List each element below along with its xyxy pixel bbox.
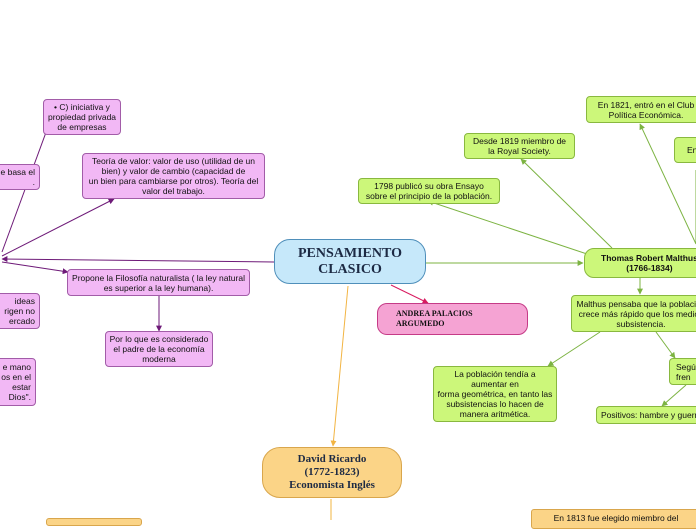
edge-malthus-club <box>639 123 696 245</box>
geometrica-node[interactable]: La población tendía a aumentar en forma … <box>433 366 557 422</box>
ricardo-node[interactable]: David Ricardo (1772-1823) Economista Ing… <box>262 447 402 498</box>
padre-economia-node[interactable]: Por lo que es considerado el padre de la… <box>105 331 213 367</box>
teoria-valor-node[interactable]: Teoría de valor: valor de uso (utilidad … <box>82 153 265 199</box>
segun-node[interactable]: Segú fren <box>669 358 696 385</box>
ricardo-elegido-node[interactable]: En 1813 fue elegido miembro del <box>531 509 696 529</box>
mano-invisible-node[interactable]: e mano os en el estar Dios". <box>0 358 36 406</box>
edge-center-ricardo <box>330 285 349 447</box>
royal-society-node[interactable]: Desde 1819 miembro de la Royal Society. <box>464 133 575 159</box>
iniciativa-node[interactable]: • C) iniciativa y propiedad privada de e… <box>43 99 121 135</box>
edge-center-smith <box>1 256 275 263</box>
edge-pensaba-geometrica <box>547 331 601 367</box>
edge-center-author <box>390 284 429 304</box>
ideas-node[interactable]: ideas rigen no ercado <box>0 293 40 329</box>
malthus-node[interactable]: Thomas Robert Malthus (1766-1834) <box>584 248 696 278</box>
edge-malthus-royal <box>520 158 613 249</box>
filosofia-naturalista-node[interactable]: Propone la Filosofía naturalista ( la le… <box>67 269 250 296</box>
edge-pensaba-segun <box>655 331 676 359</box>
center-topic-pensamiento-clasico[interactable]: PENSAMIENTO CLASICO <box>274 239 426 284</box>
malthus-pensaba-node[interactable]: Malthus pensaba que la población crece m… <box>571 295 696 332</box>
edge-segun-positivos <box>661 384 687 407</box>
ensayo-node[interactable]: 1798 publicó su obra Ensayo sobre el pri… <box>358 178 500 204</box>
basa-node[interactable]: e basa el . <box>0 164 40 190</box>
edge-smith-filosofia <box>1 261 69 275</box>
en-node[interactable]: En <box>674 137 696 163</box>
bottom-left-partial-node <box>46 518 142 526</box>
author-node[interactable]: ANDREA PALACIOS ARGUMEDO <box>377 303 528 335</box>
edge-malthus-ensayo <box>427 199 591 256</box>
positivos-node[interactable]: Positivos: hambre y guerr <box>596 406 696 424</box>
edge-smith-teoria <box>1 198 115 257</box>
club-node[interactable]: En 1821, entró en el Club Política Econó… <box>586 96 696 123</box>
